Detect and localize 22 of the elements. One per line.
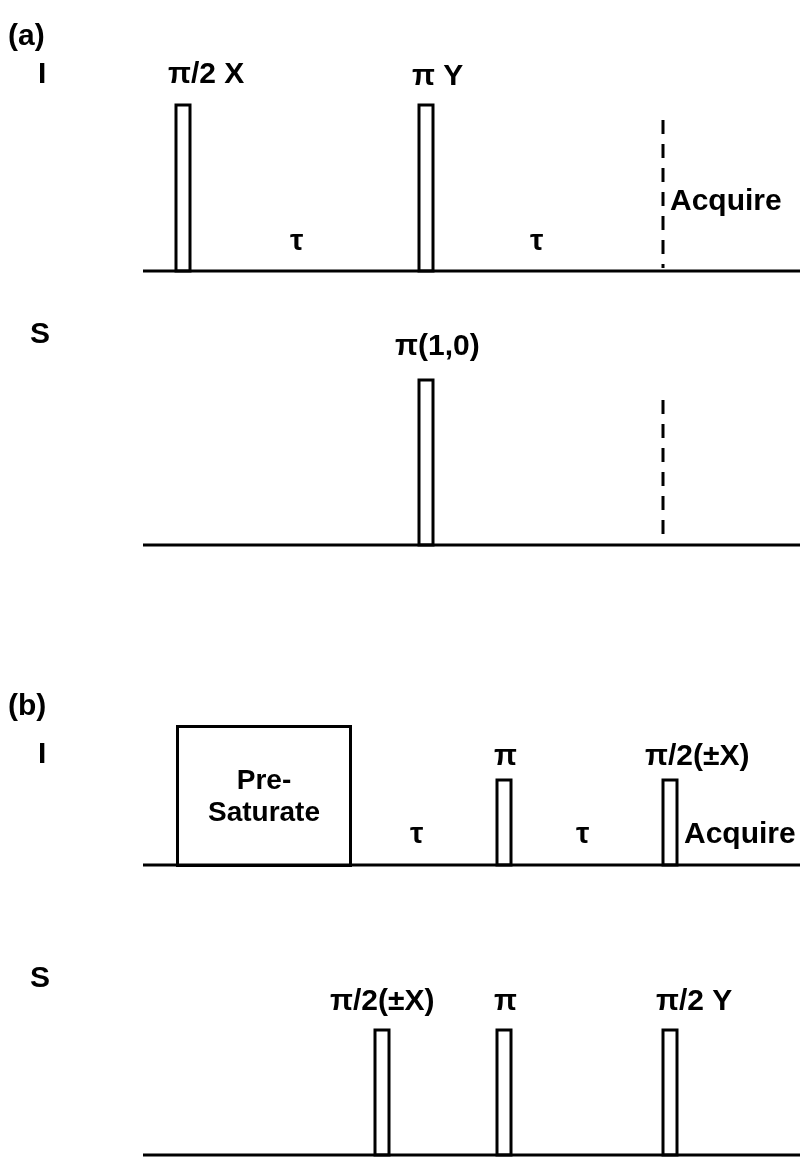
- presaturation-block: [176, 725, 352, 867]
- channel-label: S: [30, 318, 50, 348]
- acquire-label: Acquire: [670, 185, 782, 215]
- block-text: Pre- Saturate: [206, 763, 321, 829]
- pulse-label: π Y: [412, 60, 464, 90]
- channel-label: I: [38, 738, 47, 768]
- channel-label: S: [30, 962, 50, 992]
- pulse-label: π/2(±X): [645, 740, 750, 770]
- delay-label: τ: [410, 818, 424, 848]
- delay-label: τ: [530, 225, 544, 255]
- pulse-label: π: [494, 985, 517, 1015]
- pulse-label: π/2 X: [168, 58, 245, 88]
- delay-label: τ: [576, 818, 590, 848]
- panel-label: (b): [8, 690, 47, 720]
- pulse-label: π(1,0): [395, 330, 480, 360]
- pulse-label: π/2 Y: [656, 985, 733, 1015]
- channel-label: I: [38, 58, 47, 88]
- delay-label: τ: [290, 225, 304, 255]
- acquire-label: Acquire: [684, 818, 796, 848]
- pulse-label: π: [494, 740, 517, 770]
- pulse-label: π/2(±X): [330, 985, 435, 1015]
- panel-label: (a): [8, 20, 45, 50]
